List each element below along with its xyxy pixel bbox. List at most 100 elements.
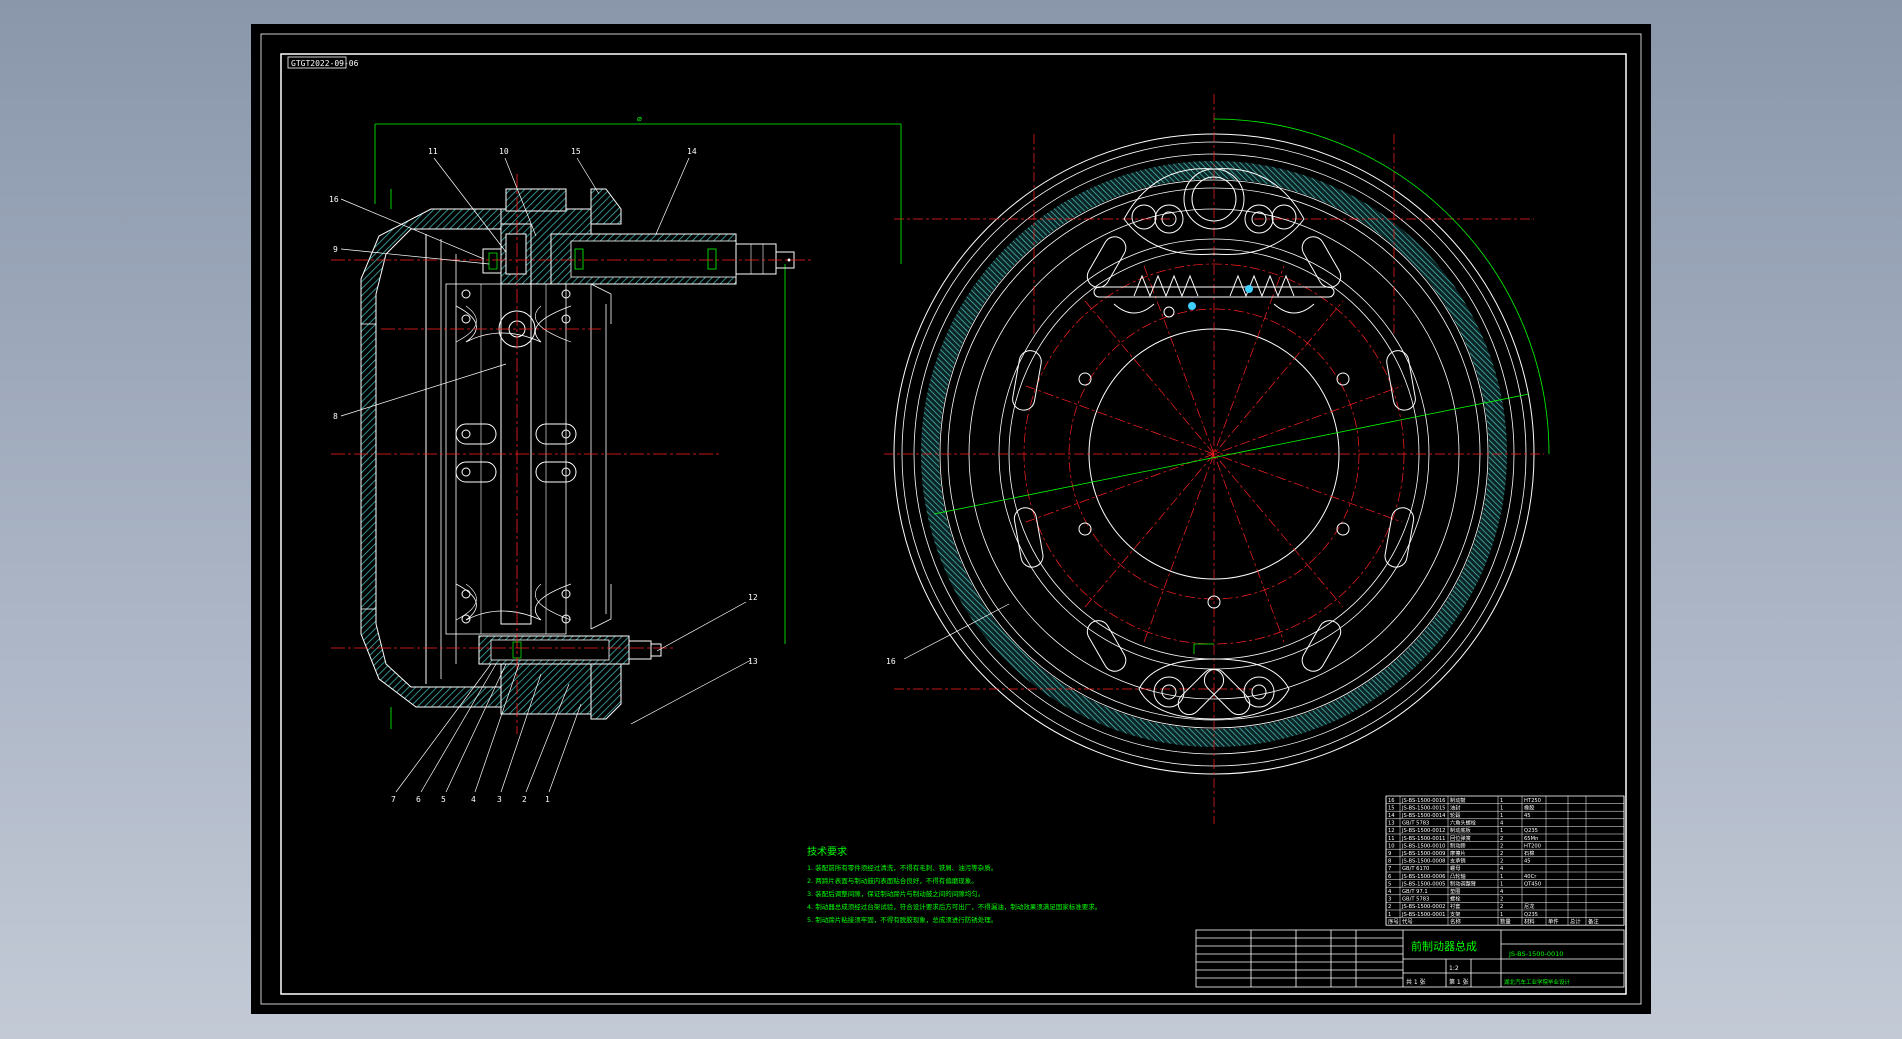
return-springs (1093, 274, 1335, 314)
bom-cell: GB/T 97.1 (1402, 889, 1428, 895)
bom-cell: 螺母 (1450, 864, 1460, 872)
bom-cell: 13 (1388, 821, 1395, 827)
support-pin (500, 223, 532, 625)
bom-cell: JS-BS-1500-0005 (1401, 881, 1445, 887)
part-label-5: 5 (441, 795, 446, 804)
sheet-number: 第 1 张 (1449, 978, 1469, 986)
bom-cell: Q235 (1524, 828, 1538, 834)
bom-cell: 六角头螺栓 (1450, 819, 1477, 827)
bom-cell: HT200 (1524, 843, 1541, 849)
dim-overall: ⌀ (637, 114, 642, 123)
bom-cell: Q235 (1524, 912, 1538, 918)
bom-cell: JS-BS-1500-0009 (1401, 851, 1445, 857)
bom-cell: 石棉 (1524, 849, 1534, 857)
bom-cell: 支架 (1450, 910, 1460, 918)
part-label-8: 8 (333, 412, 338, 421)
bom-cell: 制动调整臂 (1450, 879, 1476, 887)
bom-cell: JS-BS-1500-0008 (1401, 859, 1445, 865)
bom-cell: JS-BS-1500-0012 (1401, 828, 1445, 834)
bom-cell: 45 (1524, 859, 1531, 865)
sheet-code: GTGT2022-09-06 (291, 59, 359, 68)
bom-cell: 尼龙 (1524, 902, 1534, 910)
part-label-11: 11 (428, 147, 438, 156)
bom-cell: GB/T 5783 (1402, 897, 1429, 903)
bom-cell: 摩擦片 (1450, 849, 1466, 857)
bom-cell: 橡胶 (1524, 803, 1534, 811)
bom-cell: 11 (1388, 836, 1395, 842)
bom-cell: 5 (1388, 881, 1391, 887)
part-label-16-front: 16 (886, 657, 896, 666)
drawing-sheet: GTGT2022-09-06 ⌀ (251, 24, 1651, 1014)
bom-header-cell: 总计 (1570, 918, 1581, 926)
bom-cell: 1 (1500, 798, 1503, 804)
bom-cell: 2 (1500, 859, 1503, 865)
bom-cell: 15 (1388, 805, 1395, 811)
part-label-3: 3 (497, 795, 502, 804)
bom-cell: 9 (1388, 851, 1391, 857)
inner-border (280, 53, 1627, 995)
bom-header-cell: 材料 (1524, 918, 1535, 926)
section-view: ⌀ (329, 114, 902, 804)
bom-header-cell: 序号 (1388, 918, 1399, 926)
bom-cell: 4 (1500, 889, 1504, 895)
bom-cell: 4 (1388, 889, 1392, 895)
bom-cell: 40Cr (1524, 874, 1537, 880)
tech-req-line-4: 4. 制动器总成须经过台架试验，符合设计要求后方可出厂，不得漏油，制动效果须满足… (807, 902, 1101, 911)
part-label-10: 10 (499, 147, 509, 156)
bom-cell: 制动鼓 (1450, 796, 1466, 804)
bom-cell: 轮毂 (1450, 811, 1460, 819)
bom-cell: QT450 (1524, 881, 1541, 887)
bom-cell: 1 (1500, 881, 1503, 887)
sheet-code-box (287, 56, 347, 69)
bom-cell: 衬套 (1450, 902, 1461, 910)
part-label-16: 16 (329, 195, 339, 204)
front-view: 16 (884, 94, 1550, 824)
bom-cell: 12 (1388, 828, 1395, 834)
bom-cell: JS-BS-1500-0002 (1401, 904, 1445, 910)
bom-cell: 65Mn (1524, 836, 1538, 842)
bom-cell: 1 (1500, 874, 1503, 880)
part-label-4: 4 (471, 795, 476, 804)
bom-cell: JS-BS-1500-0014 (1401, 813, 1446, 819)
bom-cell: JS-BS-1500-0006 (1401, 874, 1445, 880)
technical-requirements: 技术要求 1. 装配前所有零件须经过清洗，不得有毛刺、铁屑、油污等杂质。 2. … (807, 845, 1101, 924)
bom-cell: 1 (1500, 805, 1503, 811)
bom-cell: 垫圈 (1450, 887, 1460, 895)
bom-header-cell: 单件 (1548, 918, 1559, 926)
bom-cell: JS-BS-1500-0015 (1401, 805, 1445, 811)
bom-cell: 3 (1388, 897, 1391, 903)
part-label-15: 15 (571, 147, 581, 156)
bom-cell: 7 (1388, 866, 1391, 872)
sheet-count: 共 1 张 (1406, 978, 1426, 986)
bom-cell: 油封 (1450, 803, 1460, 811)
bom-cell: 4 (1500, 866, 1504, 872)
bom-cell: 回位弹簧 (1450, 834, 1471, 842)
bom-header-cell: 代号 (1402, 918, 1413, 926)
title-block (1195, 929, 1625, 988)
bom-cell: JS-BS-1500-0016 (1401, 798, 1445, 804)
tech-req-title: 技术要求 (807, 845, 847, 858)
bom-cell: 16 (1388, 798, 1395, 804)
tech-req-line-3: 3. 装配后调整间隙，保证制动蹄片与制动鼓之间的间隙均匀。 (807, 889, 984, 898)
part-label-14: 14 (687, 147, 697, 156)
bom-cell: 1 (1500, 912, 1503, 918)
bom-cell: 螺栓 (1450, 895, 1461, 903)
tech-req-line-2: 2. 两蹄片表面与制动鼓内表面贴合良好，不得有偏磨现象。 (807, 876, 978, 885)
bom-cell: 2 (1500, 904, 1503, 910)
bom-cell: JS-BS-1500-0001 (1401, 912, 1445, 918)
part-label-12: 12 (748, 593, 758, 602)
school-name: 湖北汽车工业学院毕业设计 (1504, 978, 1571, 986)
bom-header-cell: 名称 (1450, 918, 1461, 926)
bom-cell: JS-BS-1500-0010 (1401, 843, 1445, 849)
bom-cell: 2 (1500, 851, 1503, 857)
part-label-2: 2 (522, 795, 527, 804)
bom-cell: 6 (1388, 874, 1391, 880)
part-label-9: 9 (333, 245, 338, 254)
cad-drawing: GTGT2022-09-06 ⌀ (260, 33, 1642, 1005)
bom-cell: 1 (1500, 828, 1503, 834)
bom-cell: 制动底板 (1450, 826, 1472, 834)
drawing-number: JS-BS-1500-0010 (1508, 950, 1563, 958)
outer-border (260, 33, 1642, 1005)
bom-cell: 1 (1500, 813, 1503, 819)
